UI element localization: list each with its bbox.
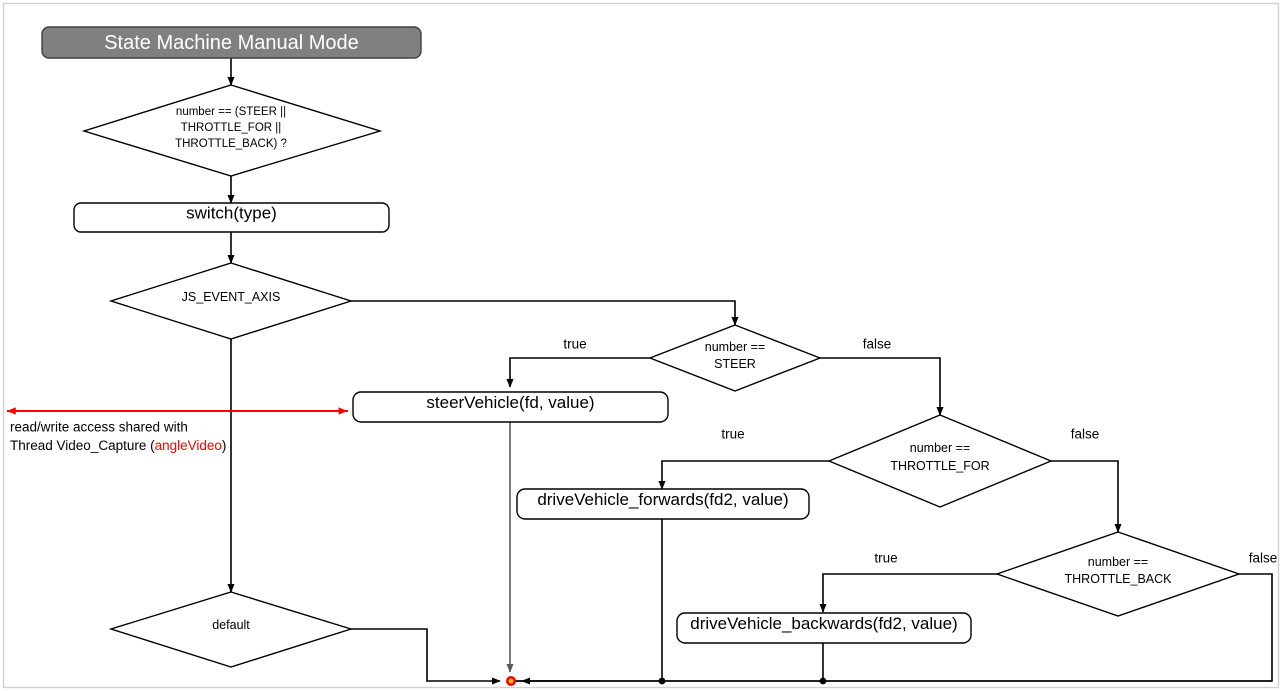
junction-dot-forwards (658, 677, 666, 685)
drive-backwards-label: driveVehicle_backwards(fd2, value) (690, 614, 957, 633)
drive-forwards-rect (516, 488, 810, 520)
node-decision-throttle-for: number == THROTTLE_FOR (827, 414, 1053, 508)
node-switch-box: switch(type) (73, 202, 390, 233)
decision-throttle-for-line1: number == (910, 441, 970, 455)
switch-box-label: switch(type) (186, 204, 277, 223)
annotation-line2-suffix: ) (222, 438, 227, 453)
decision-throttle-back-line1: number == (1088, 555, 1148, 569)
node-drive-forwards: driveVehicle_forwards(fd2, value) (516, 488, 810, 520)
js-event-axis-label: JS_EVENT_AXIS (182, 290, 281, 304)
branch-label-throttle-back-false: false (1249, 551, 1278, 566)
default-case-diamond (108, 591, 354, 668)
drive-forwards-label: driveVehicle_forwards(fd2, value) (537, 490, 788, 509)
guard-decision-line3: THROTTLE_BACK) ? (175, 138, 287, 150)
node-decision-steer: number == STEER (648, 324, 822, 392)
guard-decision-line1: number == (STEER || (176, 106, 286, 118)
node-drive-backwards: driveVehicle_backwards(fd2, value) (676, 612, 972, 644)
annotation-line1: read/write access shared with (10, 420, 188, 435)
branch-label-steer-false: false (863, 337, 892, 352)
edge-steer-false-to-throttlefor (820, 357, 944, 416)
edge-steer-true-to-steervehicle (506, 357, 650, 388)
junction-dot-backwards (819, 677, 827, 685)
annotation-line2: Thread Video_Capture (angleVideo) (10, 438, 226, 453)
title-box-rect (41, 26, 422, 59)
branch-label-throttle-for-true: true (721, 427, 744, 442)
decision-steer-diamond (648, 324, 822, 392)
node-title-box: State Machine Manual Mode (41, 26, 422, 59)
js-event-axis-diamond (108, 262, 354, 340)
branch-label-steer-true: true (563, 337, 586, 352)
edge-default-to-merge (351, 628, 501, 685)
edge-throttleback-true-to-backwards (819, 573, 997, 613)
steer-vehicle-rect (352, 391, 669, 423)
node-decision-throttle-back: number == THROTTLE_BACK (994, 531, 1242, 617)
title-box-label: State Machine Manual Mode (104, 32, 359, 54)
node-guard-decision: number == (STEER || THROTTLE_FOR || THRO… (81, 84, 383, 177)
branch-label-throttle-back-true: true (874, 551, 897, 566)
drive-backwards-rect (676, 612, 972, 644)
node-steer-vehicle: steerVehicle(fd, value) (352, 391, 669, 423)
decision-throttle-for-diamond (827, 414, 1053, 508)
decision-steer-line2: STEER (714, 357, 756, 371)
steer-vehicle-label: steerVehicle(fd, value) (426, 393, 594, 412)
node-default-case: default (108, 591, 354, 668)
guard-decision-line2: THROTTLE_FOR || (181, 122, 282, 134)
merge-junction-inner (508, 678, 514, 684)
edge-throttlefor-true-to-forwards (658, 460, 829, 490)
decision-throttle-for-line2: THROTTLE_FOR (890, 459, 989, 473)
default-case-label: default (212, 618, 250, 632)
edge-throttlefor-false-to-throttleback (1051, 460, 1122, 533)
node-js-event-axis: JS_EVENT_AXIS (108, 262, 354, 340)
branch-label-throttle-for-false: false (1071, 427, 1100, 442)
decision-throttle-back-diamond (994, 531, 1242, 617)
edge-jsevent-to-steer-decision (351, 300, 739, 326)
decision-steer-line1: number == (705, 340, 765, 354)
annotation-line2-prefix: Thread Video_Capture ( (10, 438, 155, 453)
annotation-line2-accent: angleVideo (155, 438, 222, 453)
decision-throttle-back-line2: THROTTLE_BACK (1065, 572, 1173, 586)
guard-decision-diamond (81, 84, 383, 177)
switch-box-rect (73, 202, 390, 233)
